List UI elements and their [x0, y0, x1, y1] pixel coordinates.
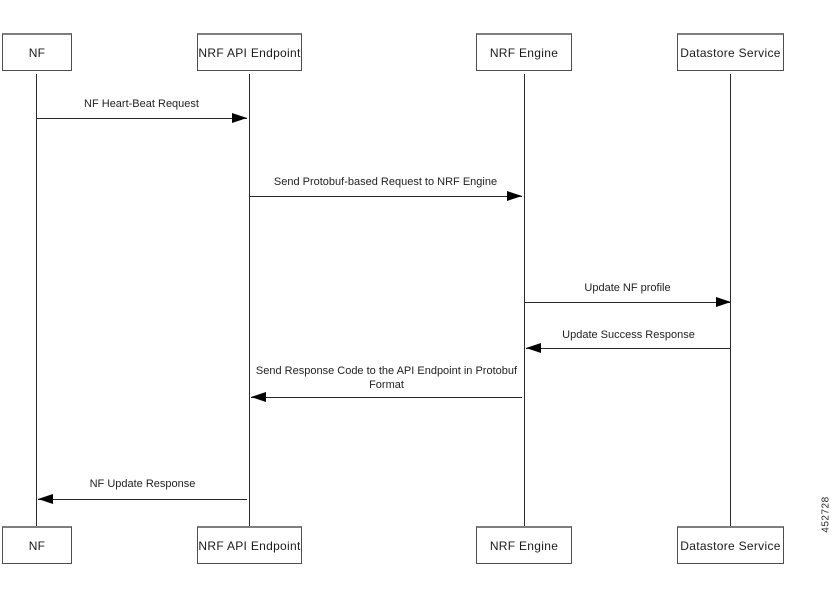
figure-number: 452728 — [820, 496, 832, 533]
actor-label: NF — [28, 45, 46, 60]
actor-box-top-nf: NF — [2, 33, 72, 71]
message-arrow-update-nf-profile — [524, 297, 731, 307]
message-label-send-protobuf-request: Send Protobuf-based Request to NRF Engin… — [273, 176, 498, 188]
message-arrow-send-protobuf-request — [249, 191, 522, 201]
arrowhead-right-icon — [232, 113, 247, 123]
actor-label: Datastore Service — [680, 45, 781, 60]
actor-box-top-nrf-engine: NRF Engine — [476, 33, 572, 71]
arrowhead-right-icon — [507, 191, 522, 201]
actor-box-bottom-datastore-service: Datastore Service — [677, 526, 784, 564]
actor-label: Datastore Service — [680, 538, 781, 553]
message-label-nf-heart-beat-request: NF Heart-Beat Request — [84, 98, 199, 110]
message-label-update-nf-profile: Update NF profile — [584, 282, 671, 294]
message-arrow-update-success-response — [526, 343, 731, 353]
actor-box-bottom-nrf-engine: NRF Engine — [476, 526, 572, 564]
message-label-line-1: Send Response Code to the API Endpoint i… — [255, 365, 518, 377]
message-label-nf-update-response: NF Update Response — [89, 478, 196, 490]
actor-label: NRF API Endpoint — [198, 45, 301, 60]
actor-box-top-nrf-api-endpoint: NRF API Endpoint — [197, 33, 302, 71]
arrowhead-left-icon — [251, 392, 266, 402]
actor-box-top-datastore-service: Datastore Service — [677, 33, 784, 71]
message-label-send-response-code: Send Response Code to the API Endpoint i… — [251, 364, 522, 392]
lifeline-nrf-engine — [524, 74, 525, 526]
lifeline-nf — [36, 74, 37, 526]
actor-label: NRF Engine — [489, 538, 559, 553]
actor-label: NRF Engine — [489, 45, 559, 60]
arrowhead-left-icon — [38, 494, 53, 504]
arrowhead-right-icon — [716, 297, 731, 307]
arrowhead-left-icon — [526, 343, 541, 353]
message-label-line-2: Format — [369, 379, 404, 391]
actor-label: NF — [28, 538, 46, 553]
message-arrow-nf-heart-beat-request — [36, 113, 247, 123]
message-arrow-send-response-code — [251, 392, 522, 402]
message-label-update-success-response: Update Success Response — [562, 329, 695, 341]
lifeline-nrf-api-endpoint — [249, 74, 250, 526]
actor-box-bottom-nrf-api-endpoint: NRF API Endpoint — [197, 526, 302, 564]
actor-box-bottom-nf: NF — [2, 526, 72, 564]
message-arrow-nf-update-response — [38, 494, 247, 504]
actor-label: NRF API Endpoint — [198, 538, 301, 553]
